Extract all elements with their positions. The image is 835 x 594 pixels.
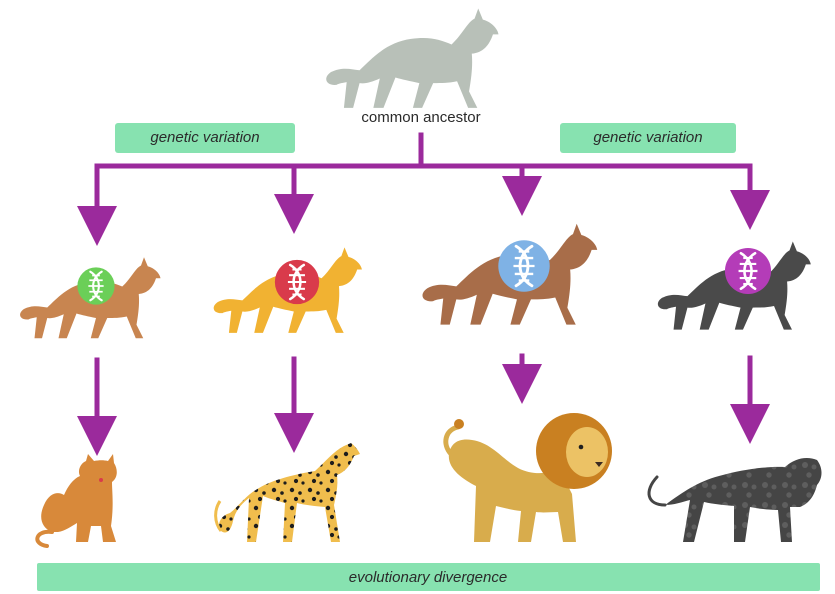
dna-icon [725,248,771,294]
dna-icon [275,260,319,304]
variant-cat-2 [214,247,362,333]
variant-cat-4 [658,241,811,329]
evolutionary-divergence-bar-group: evolutionary divergence [37,563,820,591]
lion-tail-tip [454,419,464,429]
cat-ancestor-icon [326,9,498,108]
panther [649,458,821,542]
left-variation-label: genetic variation [150,129,259,146]
cheetah [216,443,360,542]
panther-tail [649,477,665,505]
evolutionary-divergence-label: evolutionary divergence [349,569,507,586]
house-cat [37,454,116,546]
dna-icon [498,240,549,291]
variant-cat-1 [20,257,160,338]
lion [446,413,612,542]
cheetah-icon [219,443,360,542]
right-variation-label-group: genetic variation [560,123,736,153]
ancestor-cat: common ancestor [326,9,498,126]
house-cat-tail [37,532,52,546]
house-cat-icon [41,454,117,542]
left-variation-label-group: genetic variation [115,123,295,153]
lion-face [566,427,608,477]
common-ancestor-label: common ancestor [361,109,480,126]
right-variation-label: genetic variation [593,129,702,146]
dna-icon [77,267,114,304]
house-cat-collar-tag [99,478,103,482]
descendant-arrows [97,356,750,436]
lion-eye [579,445,584,450]
variant-cat-3 [422,224,597,325]
panther-icon [665,458,822,542]
